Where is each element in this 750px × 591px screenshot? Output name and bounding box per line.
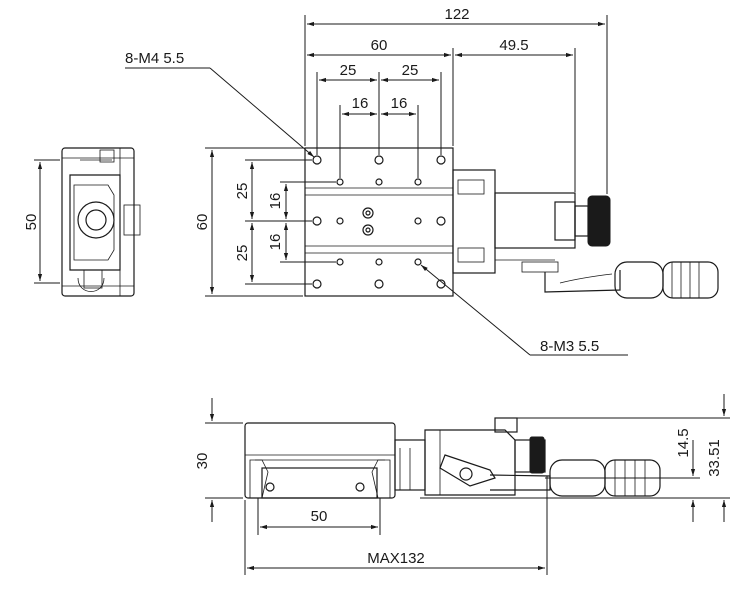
dim-max-length: MAX132 — [367, 550, 425, 567]
side-view: 30 50 MAX132 14.5 33.51 — [194, 394, 730, 575]
callout-m4: 8-M4 5.5 — [125, 50, 184, 67]
dim-m4-pitch-left: 25 — [340, 62, 357, 79]
m4-holes — [312, 155, 446, 289]
dim-table-height: 60 — [194, 214, 211, 231]
dim-vert-m3-b: 16 — [267, 234, 284, 251]
dim-overall-width: 122 — [444, 6, 469, 23]
end-view: 50 — [23, 147, 141, 297]
dim-offset-right: 49.5 — [499, 37, 528, 54]
dim-m3-pitch-left: 16 — [352, 95, 369, 112]
dim-vert-m4-a: 25 — [234, 183, 251, 200]
dim-vert-m4-b: 25 — [234, 245, 251, 262]
dim-axis-height: 14.5 — [675, 428, 692, 457]
dim-overall-height: 33.51 — [706, 439, 723, 477]
callout-m3: 8-M3 5.5 — [540, 338, 599, 355]
dim-side-height: 30 — [194, 453, 211, 470]
end-view-height-label: 50 — [23, 214, 40, 231]
top-view: 122 60 49.5 25 25 16 16 60 25 — [125, 6, 719, 356]
dim-m3-pitch-right: 16 — [391, 95, 408, 112]
dim-mount-pitch: 50 — [311, 508, 328, 525]
dim-vert-m3-a: 16 — [267, 193, 284, 210]
m3-holes — [336, 178, 422, 266]
dim-table-width: 60 — [371, 37, 388, 54]
dim-m4-pitch-right: 25 — [402, 62, 419, 79]
